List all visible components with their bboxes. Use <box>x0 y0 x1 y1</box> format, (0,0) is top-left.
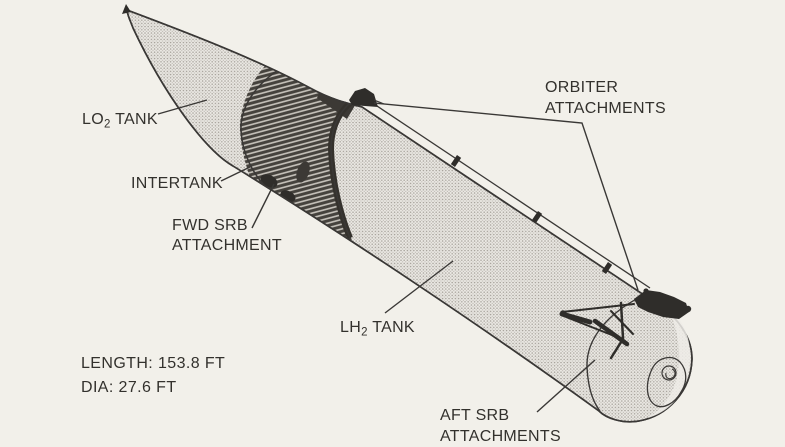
intertank-dark-patch <box>296 161 310 183</box>
aft-dome-rim-line <box>586 294 645 412</box>
orbiter-attachments-label-line1: ORBITER <box>545 79 618 96</box>
lo2-tank-leader-line <box>157 99 208 115</box>
lo2-intertank-joint-line <box>240 63 290 190</box>
fwd-srb-attachment-label-line1: FWD SRB <box>172 217 248 234</box>
orbiter-attachments-label-line2: ATTACHMENTS <box>545 100 666 117</box>
aft-dome-highlight <box>648 303 691 418</box>
tank-outline-stroke <box>126 8 693 423</box>
intertank-leader-line <box>220 165 253 182</box>
lh2-dome-joint-line <box>330 95 361 239</box>
cable-tray-clamp-1 <box>450 155 462 167</box>
cable-tray <box>367 99 651 289</box>
fwd-srb-leader-line <box>251 183 275 229</box>
aft-dome-swirl-curl <box>665 368 676 380</box>
aft-srb-leader-line <box>536 359 596 413</box>
fwd-srb-attachment-label: FWD SRB ATTACHMENT <box>172 217 282 254</box>
lh2-tank-leader-line <box>384 260 454 314</box>
orbiter-attachments-label: ORBITER ATTACHMENTS <box>545 79 666 117</box>
lh2-subscript: 2 <box>361 327 368 339</box>
length-dimension-label: LENGTH: 153.8 FT <box>81 355 225 372</box>
lo2-subscript: 2 <box>104 119 111 131</box>
orbiter-attachments-leader-line <box>373 102 639 291</box>
aft-srb-attachments-label: AFT SRB ATTACHMENTS <box>440 407 561 445</box>
intertank-label: INTERTANK <box>131 175 223 192</box>
fwd-srb-attachment-label-line2: ATTACHMENT <box>172 237 282 254</box>
cable-tray-clamp-3 <box>601 262 613 274</box>
nose-tip-cap <box>122 4 131 14</box>
cable-tray-line <box>367 99 651 289</box>
aft-srb-attachments-label-line1: AFT SRB <box>440 407 509 424</box>
dia-dimension-label: DIA: 27.6 FT <box>81 379 177 396</box>
dimension-notes: LENGTH: 153.8 FT DIA: 27.6 FT <box>81 355 225 396</box>
cable-tray-clamp-2 <box>531 211 543 223</box>
lh2-tank-label: LH2 TANK <box>340 319 415 339</box>
aft-dome-swirl-ring <box>661 365 677 381</box>
aft-srb-attachments-label-line2: ATTACHMENTS <box>440 428 561 445</box>
aft-attachment-hardware <box>559 288 692 360</box>
lo2-tank-label: LO2 TANK <box>82 111 158 131</box>
aft-dome-swirl-detail <box>646 356 687 408</box>
